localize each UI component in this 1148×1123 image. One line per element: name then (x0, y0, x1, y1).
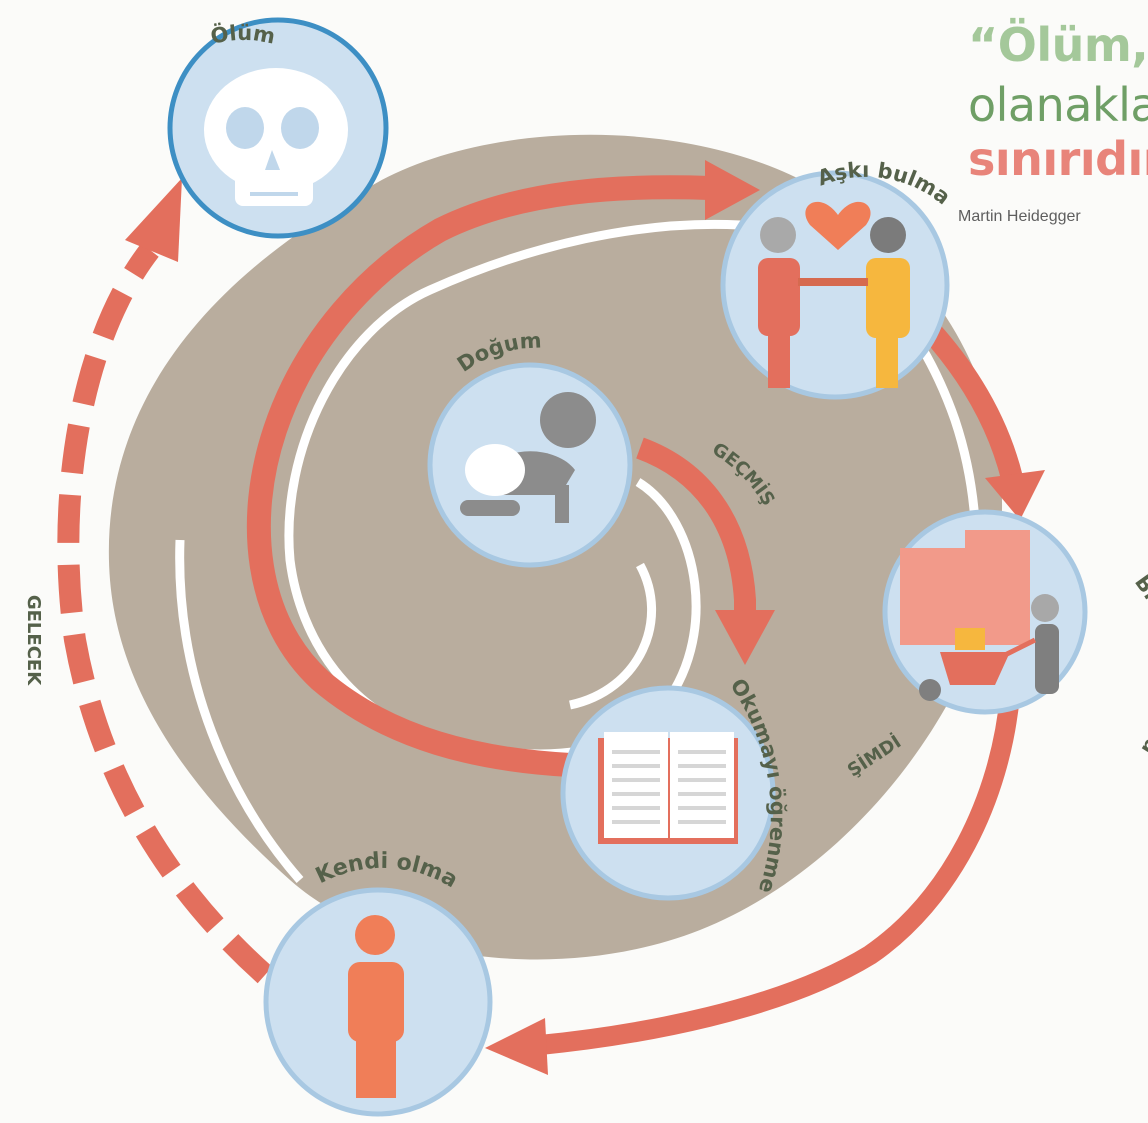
quote-line-2: olanakla (968, 78, 1148, 132)
stage-circle-self (263, 887, 493, 1117)
label-home: Bir yuva kurma (1130, 570, 1148, 759)
stage-circle-death (167, 17, 389, 239)
quote-author: Martin Heidegger (958, 208, 1081, 225)
label-future: GELECEK (23, 595, 44, 686)
stage-circle-reading (560, 685, 776, 901)
couple-heart-icon (758, 201, 910, 388)
quote-line-3: sınırıdır (968, 132, 1148, 186)
future-arrow (57, 178, 273, 984)
quote-line-1: “Ölüm, (968, 18, 1148, 72)
skull-icon (204, 68, 348, 206)
label-death: Ölüm (208, 21, 277, 49)
past-arrow (636, 437, 775, 665)
crawling-baby-icon (460, 392, 596, 523)
present-arrow (485, 694, 1020, 1075)
love-to-home-arrow (921, 322, 1045, 520)
stage-circle-love (720, 170, 950, 400)
open-book-icon (598, 732, 738, 844)
person-icon (348, 915, 404, 1098)
inner-spiral-arrow (246, 160, 760, 777)
builder-wheelbarrow-icon (900, 530, 1059, 701)
stage-circle-birth (427, 362, 633, 568)
stage-circle-home (882, 509, 1088, 715)
